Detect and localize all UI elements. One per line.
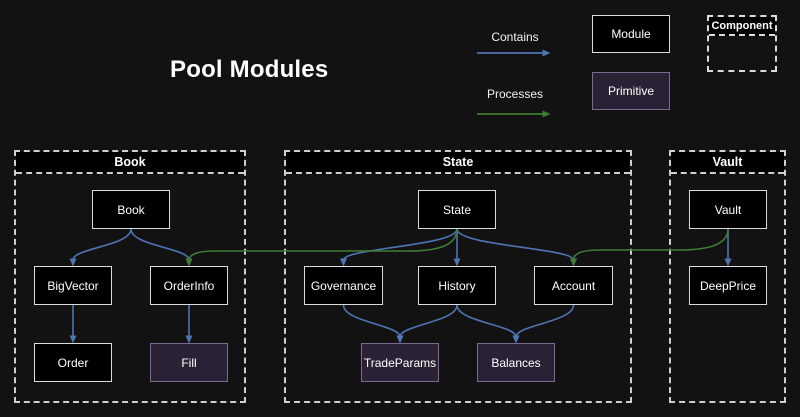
legend-primitive-box: Primitive (592, 72, 670, 110)
node-vault: Vault (689, 190, 767, 229)
node-bigvector: BigVector (34, 266, 112, 305)
node-account-label: Account (551, 278, 596, 293)
node-governance: Governance (304, 266, 383, 305)
node-book-label: Book (117, 202, 145, 217)
container-vault-title: Vault (671, 152, 784, 174)
page-title: Pool Modules (170, 56, 329, 83)
node-governance-label: Governance (310, 278, 377, 293)
legend-processes-label: Processes (486, 87, 544, 101)
node-account: Account (534, 266, 613, 305)
container-state: State (284, 150, 632, 403)
node-orderinfo: OrderInfo (150, 266, 228, 305)
legend-module-box: Module (592, 15, 670, 53)
legend-contains-label: Contains (491, 30, 539, 44)
node-state-label: State (442, 202, 472, 217)
node-tradeparams-label: TradeParams (363, 355, 437, 370)
container-book-title: Book (16, 152, 244, 174)
node-order-label: Order (57, 355, 89, 370)
node-order: Order (34, 343, 112, 382)
node-history-label: History (438, 278, 476, 293)
node-history: History (418, 266, 496, 305)
node-fill: Fill (150, 343, 228, 382)
node-fill-label: Fill (181, 355, 197, 370)
legend-primitive-label: Primitive (607, 84, 654, 98)
node-state: State (418, 190, 496, 229)
legend-module-label: Module (611, 27, 651, 41)
node-vault-label: Vault (714, 202, 742, 217)
node-orderinfo-label: OrderInfo (163, 278, 215, 293)
node-balances: Balances (477, 343, 555, 382)
node-book: Book (92, 190, 170, 229)
contains-arrow-icon (477, 49, 551, 57)
container-state-title: State (286, 152, 630, 174)
container-book: Book (14, 150, 246, 403)
container-vault: Vault (669, 150, 786, 403)
node-deepprice: DeepPrice (689, 266, 767, 305)
legend-component-box: Component (707, 15, 777, 72)
node-balances-label: Balances (491, 355, 541, 370)
legend-component-label: Component (709, 17, 775, 36)
node-tradeparams: TradeParams (361, 343, 439, 382)
node-deepprice-label: DeepPrice (699, 278, 757, 293)
processes-arrow-icon (477, 110, 551, 118)
node-bigvector-label: BigVector (47, 278, 99, 293)
